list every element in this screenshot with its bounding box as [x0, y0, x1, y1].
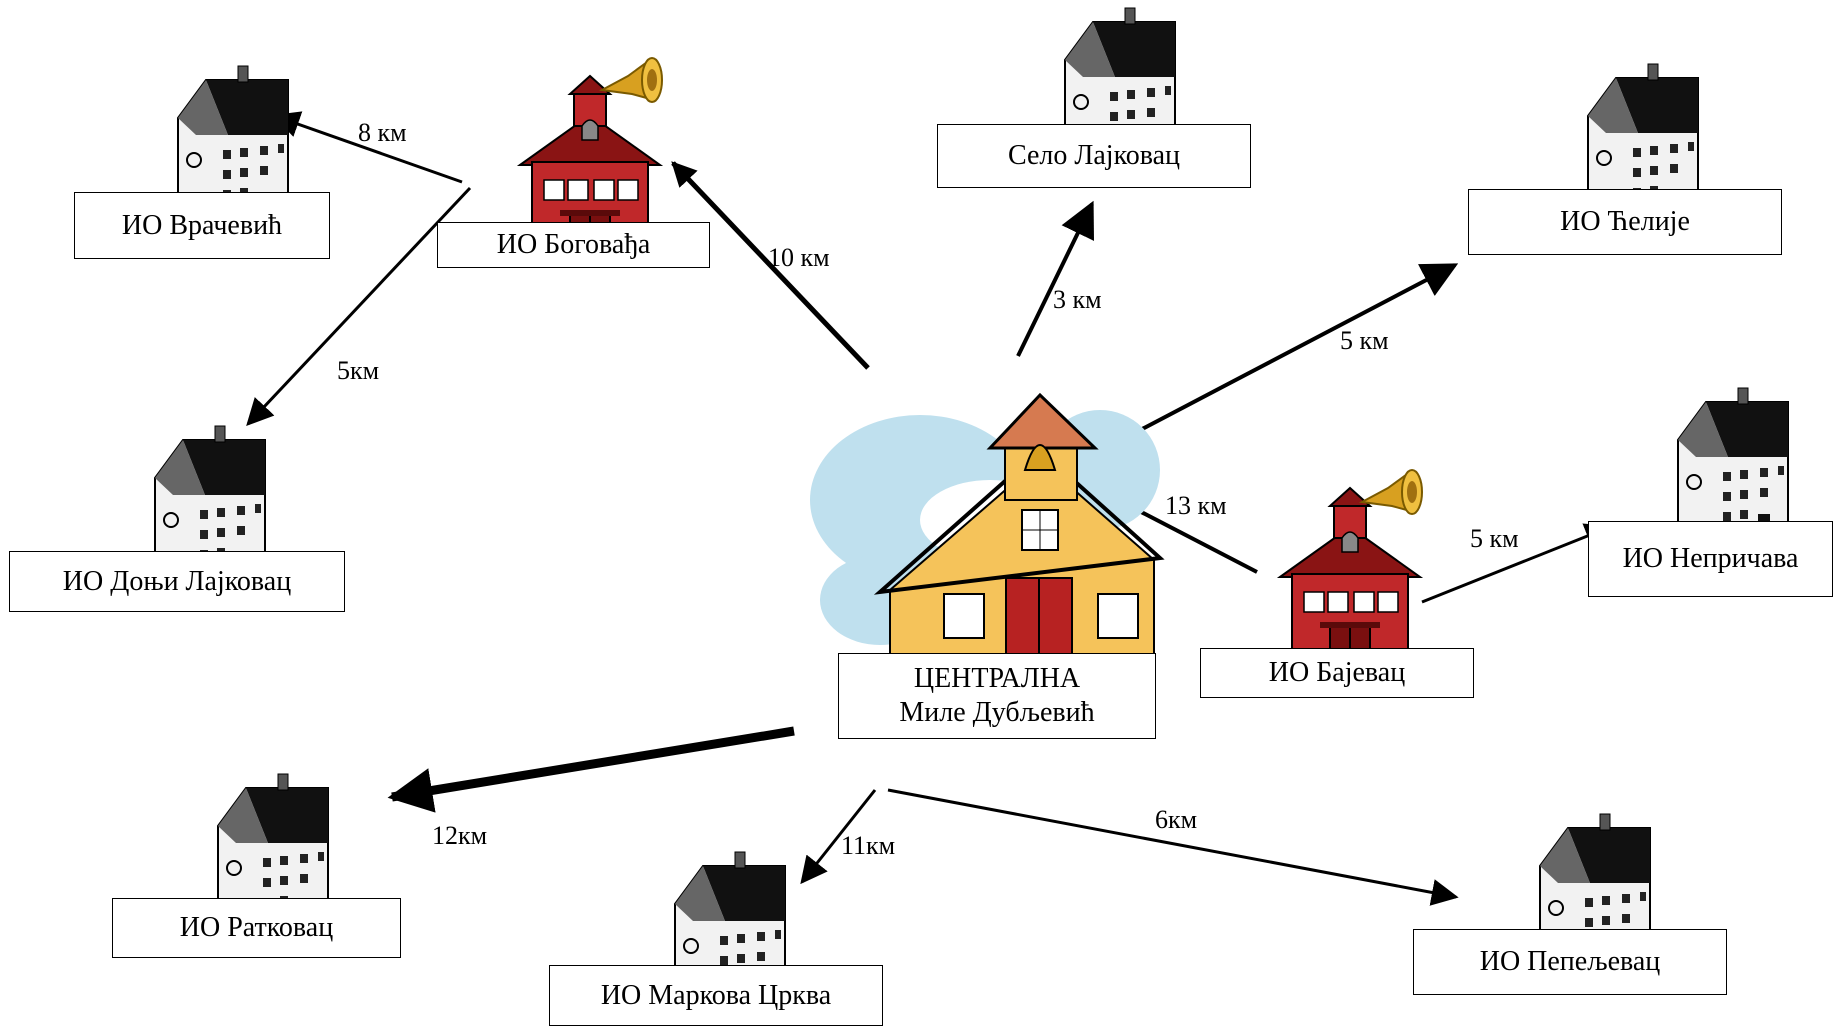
- node-donji-lajkovac: ИО Доњи Лајковац: [9, 551, 345, 612]
- distance-to-pepeljevac: 6км: [1155, 805, 1198, 834]
- node-markova-crkva: ИО Маркова Црква: [549, 965, 883, 1026]
- node-label: Село Лајковац: [1007, 140, 1181, 172]
- node-label: ИО Доњи Лајковац: [62, 565, 292, 597]
- node-label: ИО Врачевић: [121, 209, 283, 241]
- node-label: ИО Ратковац: [179, 912, 334, 944]
- arrow-to-ratkovac: [387, 726, 795, 813]
- arrow-to-selo-lajkovac: [1016, 200, 1095, 357]
- house-icon-neprichava: [1677, 387, 1789, 533]
- central-line2: Миле Дубљевић: [899, 697, 1095, 728]
- node-bajevac: ИО Бајевац: [1200, 648, 1474, 698]
- node-selo-lajkovac: Село Лајковац: [937, 124, 1251, 188]
- arrow-to-vracevic: [272, 111, 463, 184]
- house-icon-donji-lajkovac: [154, 425, 266, 571]
- node-label: ИО Ћелије: [1560, 206, 1690, 238]
- red-school-icon-bajevac: [1279, 469, 1423, 665]
- node-pepeljevac: ИО Пепељевац: [1413, 929, 1727, 995]
- arrow-to-donji-lajkovac: [246, 186, 472, 426]
- distance-to-donji-lajkovac: 5км: [337, 356, 380, 385]
- node-bogovadja: ИО Боговађа: [437, 222, 710, 268]
- house-icon-vracevic: [177, 65, 289, 211]
- node-label: ИО Маркова Црква: [600, 979, 832, 1011]
- distance-to-neprichava: 5 км: [1470, 524, 1519, 553]
- distance-to-ratkovac: 12км: [432, 821, 488, 850]
- arrow-to-markova-crkva: [800, 789, 877, 885]
- arrow-to-bogovadja: [671, 161, 870, 370]
- node-central: ЦЕНТРАЛНА Миле Дубљевић: [838, 653, 1156, 739]
- distance-to-selo-lajkovac: 3 км: [1053, 285, 1102, 314]
- central-line1: ЦЕНТРАЛНА: [913, 663, 1081, 695]
- central-school-icon: [810, 392, 1165, 656]
- node-label: ИО Боговађа: [496, 229, 651, 261]
- node-ratkovac: ИО Ратковац: [112, 898, 401, 958]
- distance-to-bajevac: 13 км: [1165, 491, 1227, 520]
- node-label: ИО Непричава: [1622, 543, 1799, 575]
- distance-to-markova-crkva: 11км: [841, 831, 896, 860]
- node-vracevic: ИО Врачевић: [74, 192, 330, 259]
- node-celije: ИО Ћелије: [1468, 189, 1782, 255]
- node-label: ИО Пепељевац: [1479, 946, 1661, 978]
- distance-to-vracevic: 8 км: [358, 118, 407, 147]
- distance-to-celije: 5 км: [1340, 326, 1389, 355]
- node-neprichava: ИО Непричава: [1588, 521, 1833, 597]
- house-icon-ratkovac: [217, 773, 329, 919]
- arrow-to-pepeljevac: [887, 788, 1459, 906]
- house-icon-celije: [1587, 63, 1699, 209]
- node-label: ИО Бајевац: [1268, 657, 1406, 689]
- distance-to-bogovadja: 10 км: [768, 243, 830, 272]
- arrow-to-neprichava: [1421, 523, 1613, 604]
